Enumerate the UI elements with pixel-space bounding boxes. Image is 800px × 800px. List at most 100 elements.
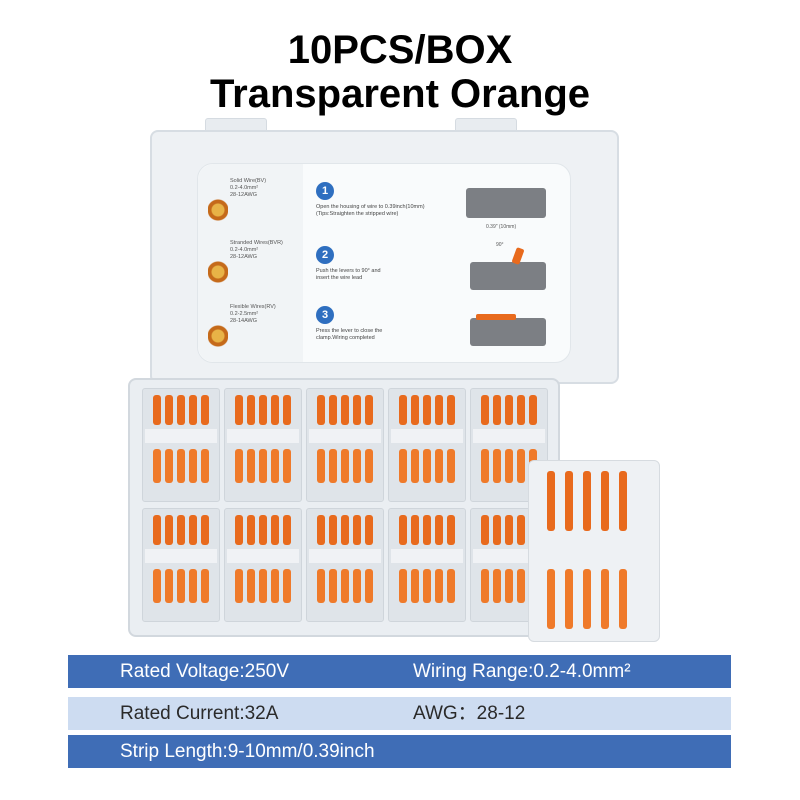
- lever: [153, 569, 161, 603]
- lever: [271, 395, 279, 425]
- lever: [165, 449, 173, 483]
- product-title-line2: Transparent Orange: [209, 72, 591, 116]
- angle-note: 90°: [496, 242, 504, 248]
- connector-compartment: [224, 388, 302, 502]
- lever: [423, 449, 431, 483]
- lever: [411, 395, 419, 425]
- lever: [153, 515, 161, 545]
- lever: [317, 395, 325, 425]
- clear-housing: [227, 429, 299, 443]
- lever: [283, 395, 291, 425]
- clear-housing: [391, 549, 463, 563]
- lever: [235, 569, 243, 603]
- lever: [481, 449, 489, 483]
- lever: [271, 449, 279, 483]
- lever: [529, 395, 537, 425]
- lever: [505, 515, 513, 545]
- clear-housing: [145, 429, 217, 443]
- solid-wire-icon: [208, 182, 228, 222]
- clear-housing: [309, 429, 381, 443]
- lever: [317, 569, 325, 603]
- lever: [365, 395, 373, 425]
- wire-type-flexible: Flexible Wires(RV) 0.2-2.5mm² 28-14AWG: [208, 304, 303, 354]
- stranded-wire-icon: [208, 244, 228, 284]
- wire-type-label: Flexible Wires(RV) 0.2-2.5mm² 28-14AWG: [230, 304, 276, 324]
- lever: [353, 449, 361, 483]
- step-number-badge: 3: [316, 306, 334, 324]
- step-number-badge: 2: [316, 246, 334, 264]
- lever: [247, 515, 255, 545]
- clear-housing: [309, 549, 381, 563]
- lever: [189, 515, 197, 545]
- lever: [177, 395, 185, 425]
- connector-compartment: [306, 508, 384, 622]
- lever: [165, 569, 173, 603]
- lever: [517, 395, 525, 425]
- lever: [329, 395, 337, 425]
- lever: [505, 449, 513, 483]
- lever: [423, 395, 431, 425]
- lever: [493, 515, 501, 545]
- wire-type-label: Solid Wire(BV) 0.2-4.0mm² 28-12AWG: [230, 178, 267, 198]
- connector-compartment: [306, 388, 384, 502]
- lever: [517, 515, 525, 545]
- lever: [447, 569, 455, 603]
- lever: [259, 449, 267, 483]
- lever: [201, 449, 209, 483]
- instruction-card: Solid Wire(BV) 0.2-4.0mm² 28-12AWG Stran…: [197, 163, 571, 363]
- lever: [283, 569, 291, 603]
- lever: [177, 569, 185, 603]
- lever: [399, 449, 407, 483]
- strip-length-note: 0.39" (10mm): [486, 224, 517, 230]
- lever: [329, 515, 337, 545]
- wire-type-solid: Solid Wire(BV) 0.2-4.0mm² 28-12AWG: [208, 178, 303, 228]
- lever: [481, 569, 489, 603]
- lever: [517, 449, 525, 483]
- rated-voltage: Rated Voltage:250V: [120, 661, 290, 682]
- connector-compartment: [388, 508, 466, 622]
- lever: [329, 569, 337, 603]
- lever: [189, 569, 197, 603]
- lever: [317, 449, 325, 483]
- lever: [153, 395, 161, 425]
- step-number-badge: 1: [316, 182, 334, 200]
- lever: [505, 395, 513, 425]
- lever: [283, 449, 291, 483]
- lever: [271, 515, 279, 545]
- lever: [341, 515, 349, 545]
- storage-box-tray: [128, 378, 560, 637]
- lever: [411, 449, 419, 483]
- lever: [283, 515, 291, 545]
- clear-housing: [391, 429, 463, 443]
- lever: [235, 449, 243, 483]
- lever: [353, 515, 361, 545]
- lever: [493, 569, 501, 603]
- lever: [341, 569, 349, 603]
- clear-housing: [145, 549, 217, 563]
- lever: [247, 395, 255, 425]
- step-3-connector-image: [456, 308, 546, 354]
- lever: [435, 515, 443, 545]
- lever: [341, 449, 349, 483]
- strip-length: Strip Length:9-10mm/0.39inch: [120, 741, 375, 762]
- lever: [423, 515, 431, 545]
- lever: [505, 569, 513, 603]
- lever: [177, 515, 185, 545]
- lever: [189, 395, 197, 425]
- awg-range: AWG：28-12: [413, 703, 526, 724]
- lever: [235, 515, 243, 545]
- step-text: Push the levers to 90° and insert the wi…: [316, 268, 381, 281]
- clear-housing: [227, 549, 299, 563]
- lever: [365, 569, 373, 603]
- lever: [493, 395, 501, 425]
- lever: [447, 395, 455, 425]
- step-text: Press the lever to close the clamp.Wirin…: [316, 328, 383, 341]
- lever: [517, 569, 525, 603]
- lever: [317, 515, 325, 545]
- lever: [235, 395, 243, 425]
- lever: [399, 515, 407, 545]
- lever: [435, 449, 443, 483]
- lever: [435, 569, 443, 603]
- lever: [423, 569, 431, 603]
- lever: [353, 395, 361, 425]
